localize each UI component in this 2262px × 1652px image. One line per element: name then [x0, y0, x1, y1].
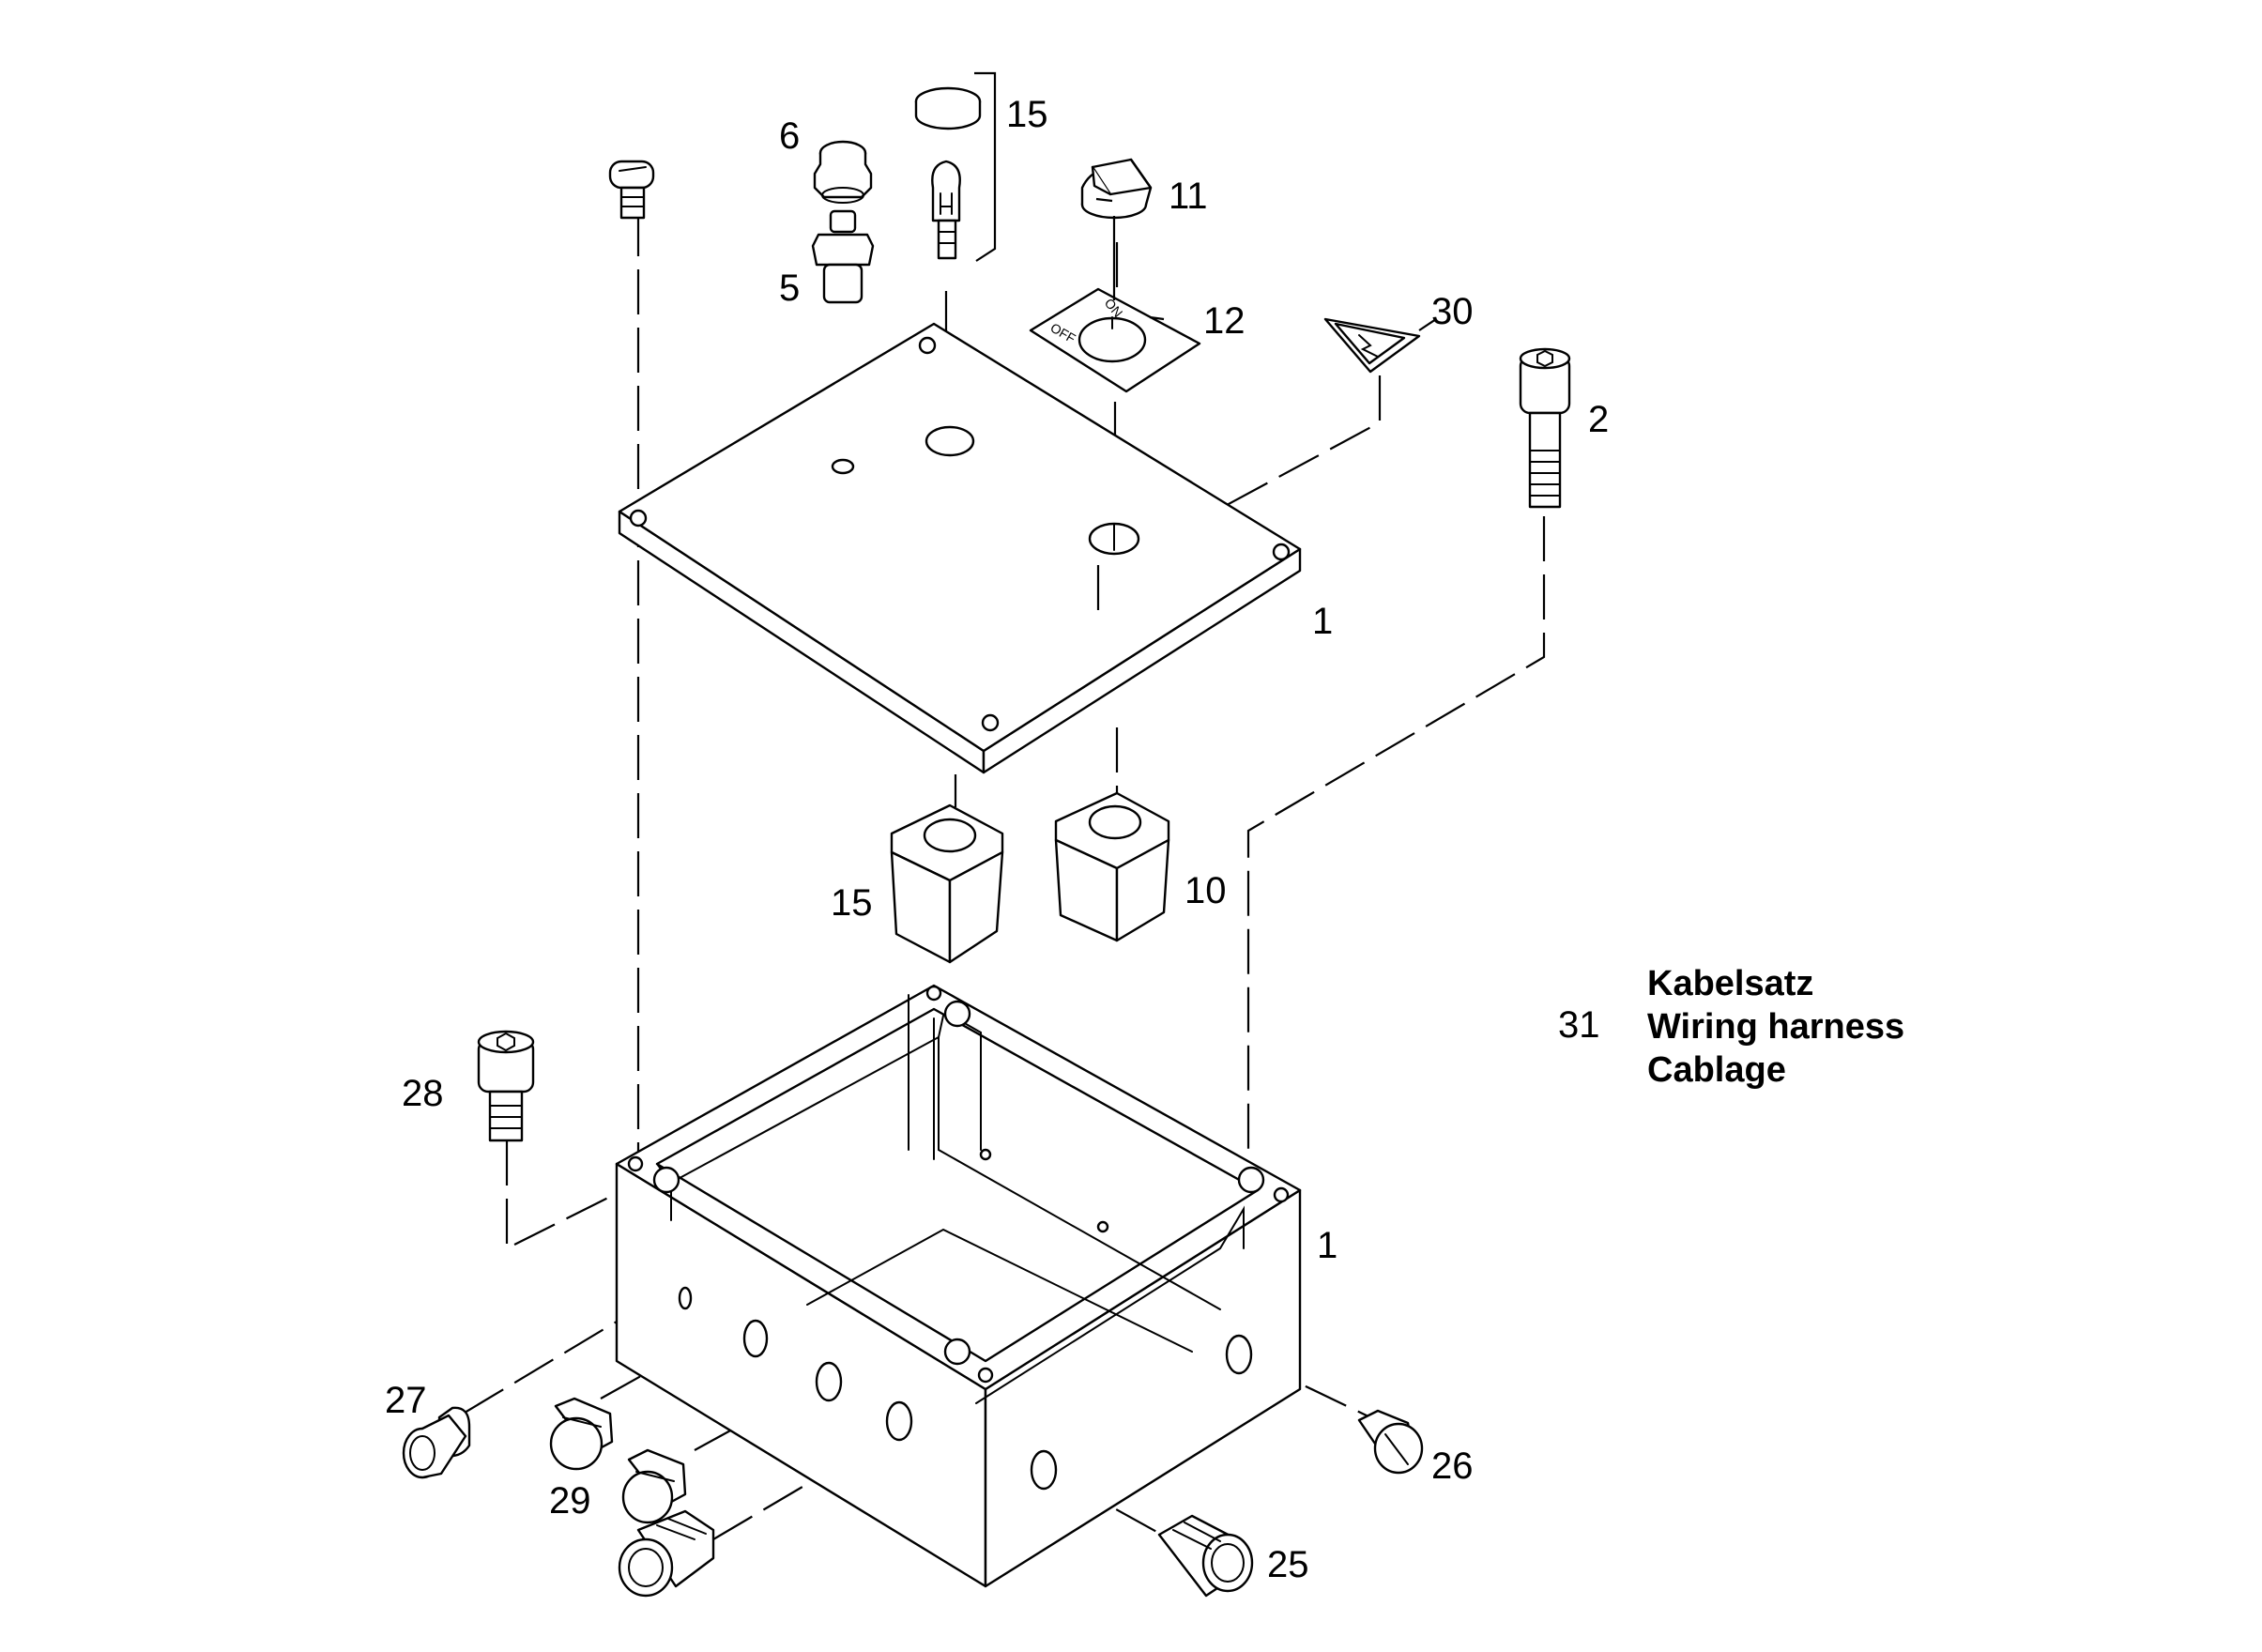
cable-gland-27: [402, 1406, 471, 1479]
cable-gland-large: [618, 1509, 715, 1598]
callout-2: 2: [1588, 399, 1609, 440]
long-socket-screw: [1519, 347, 1571, 509]
callout-10: 10: [1184, 870, 1227, 911]
callout-1-box: 1: [1317, 1225, 1337, 1266]
callout-15-mid: 15: [831, 882, 873, 924]
callout-26: 26: [1431, 1446, 1474, 1487]
legend-line-english: Wiring harness: [1647, 1007, 1905, 1047]
housing-box: [615, 984, 1302, 1588]
callout-27: 27: [385, 1380, 427, 1421]
callout-5: 5: [779, 268, 800, 309]
lamp-cap: [914, 86, 982, 130]
leader-lines: [1095, 197, 1165, 321]
indicator-lamp: [931, 160, 961, 260]
switch-plate: OFF ON: [1029, 287, 1201, 393]
callout-6: 6: [779, 115, 800, 157]
legend-line-german: Kabelsatz: [1647, 964, 1814, 1003]
short-socket-screw: [477, 1030, 535, 1142]
contact-block-15: [890, 803, 1004, 964]
callout-15-top: 15: [1006, 94, 1048, 135]
cable-gland-25: [1157, 1514, 1254, 1598]
bracket-part15: [974, 71, 997, 262]
slotted-lid-screw: [608, 160, 655, 220]
warning-sign: [1323, 317, 1421, 374]
legend-descriptions: Kabelsatz Wiring harness Cablage: [1647, 962, 1904, 1092]
housing-lid: [618, 322, 1302, 774]
callout-30: 30: [1431, 291, 1474, 332]
legend-number: 31: [1558, 1004, 1600, 1046]
callout-29: 29: [549, 1480, 591, 1522]
blanking-plug-29b: [621, 1448, 687, 1524]
callout-11: 11: [1169, 176, 1208, 217]
callout-25: 25: [1267, 1544, 1309, 1585]
push-button-cap: [813, 140, 873, 204]
rotary-knob: [1080, 158, 1153, 220]
push-button-body: [811, 209, 875, 304]
callout-28: 28: [402, 1073, 444, 1114]
legend-line-french: Cablage: [1647, 1050, 1786, 1090]
contact-block-10: [1054, 791, 1170, 942]
callout-labels: 6 5 15 11 12 30 2 1 15 10 28 1 27 29 26 …: [385, 94, 1609, 1585]
slotted-plug-26: [1357, 1409, 1424, 1475]
callout-1-lid: 1: [1312, 601, 1333, 642]
leader-part30: [1418, 318, 1437, 331]
callout-12: 12: [1203, 300, 1246, 342]
blanking-plug-29a: [549, 1397, 614, 1471]
